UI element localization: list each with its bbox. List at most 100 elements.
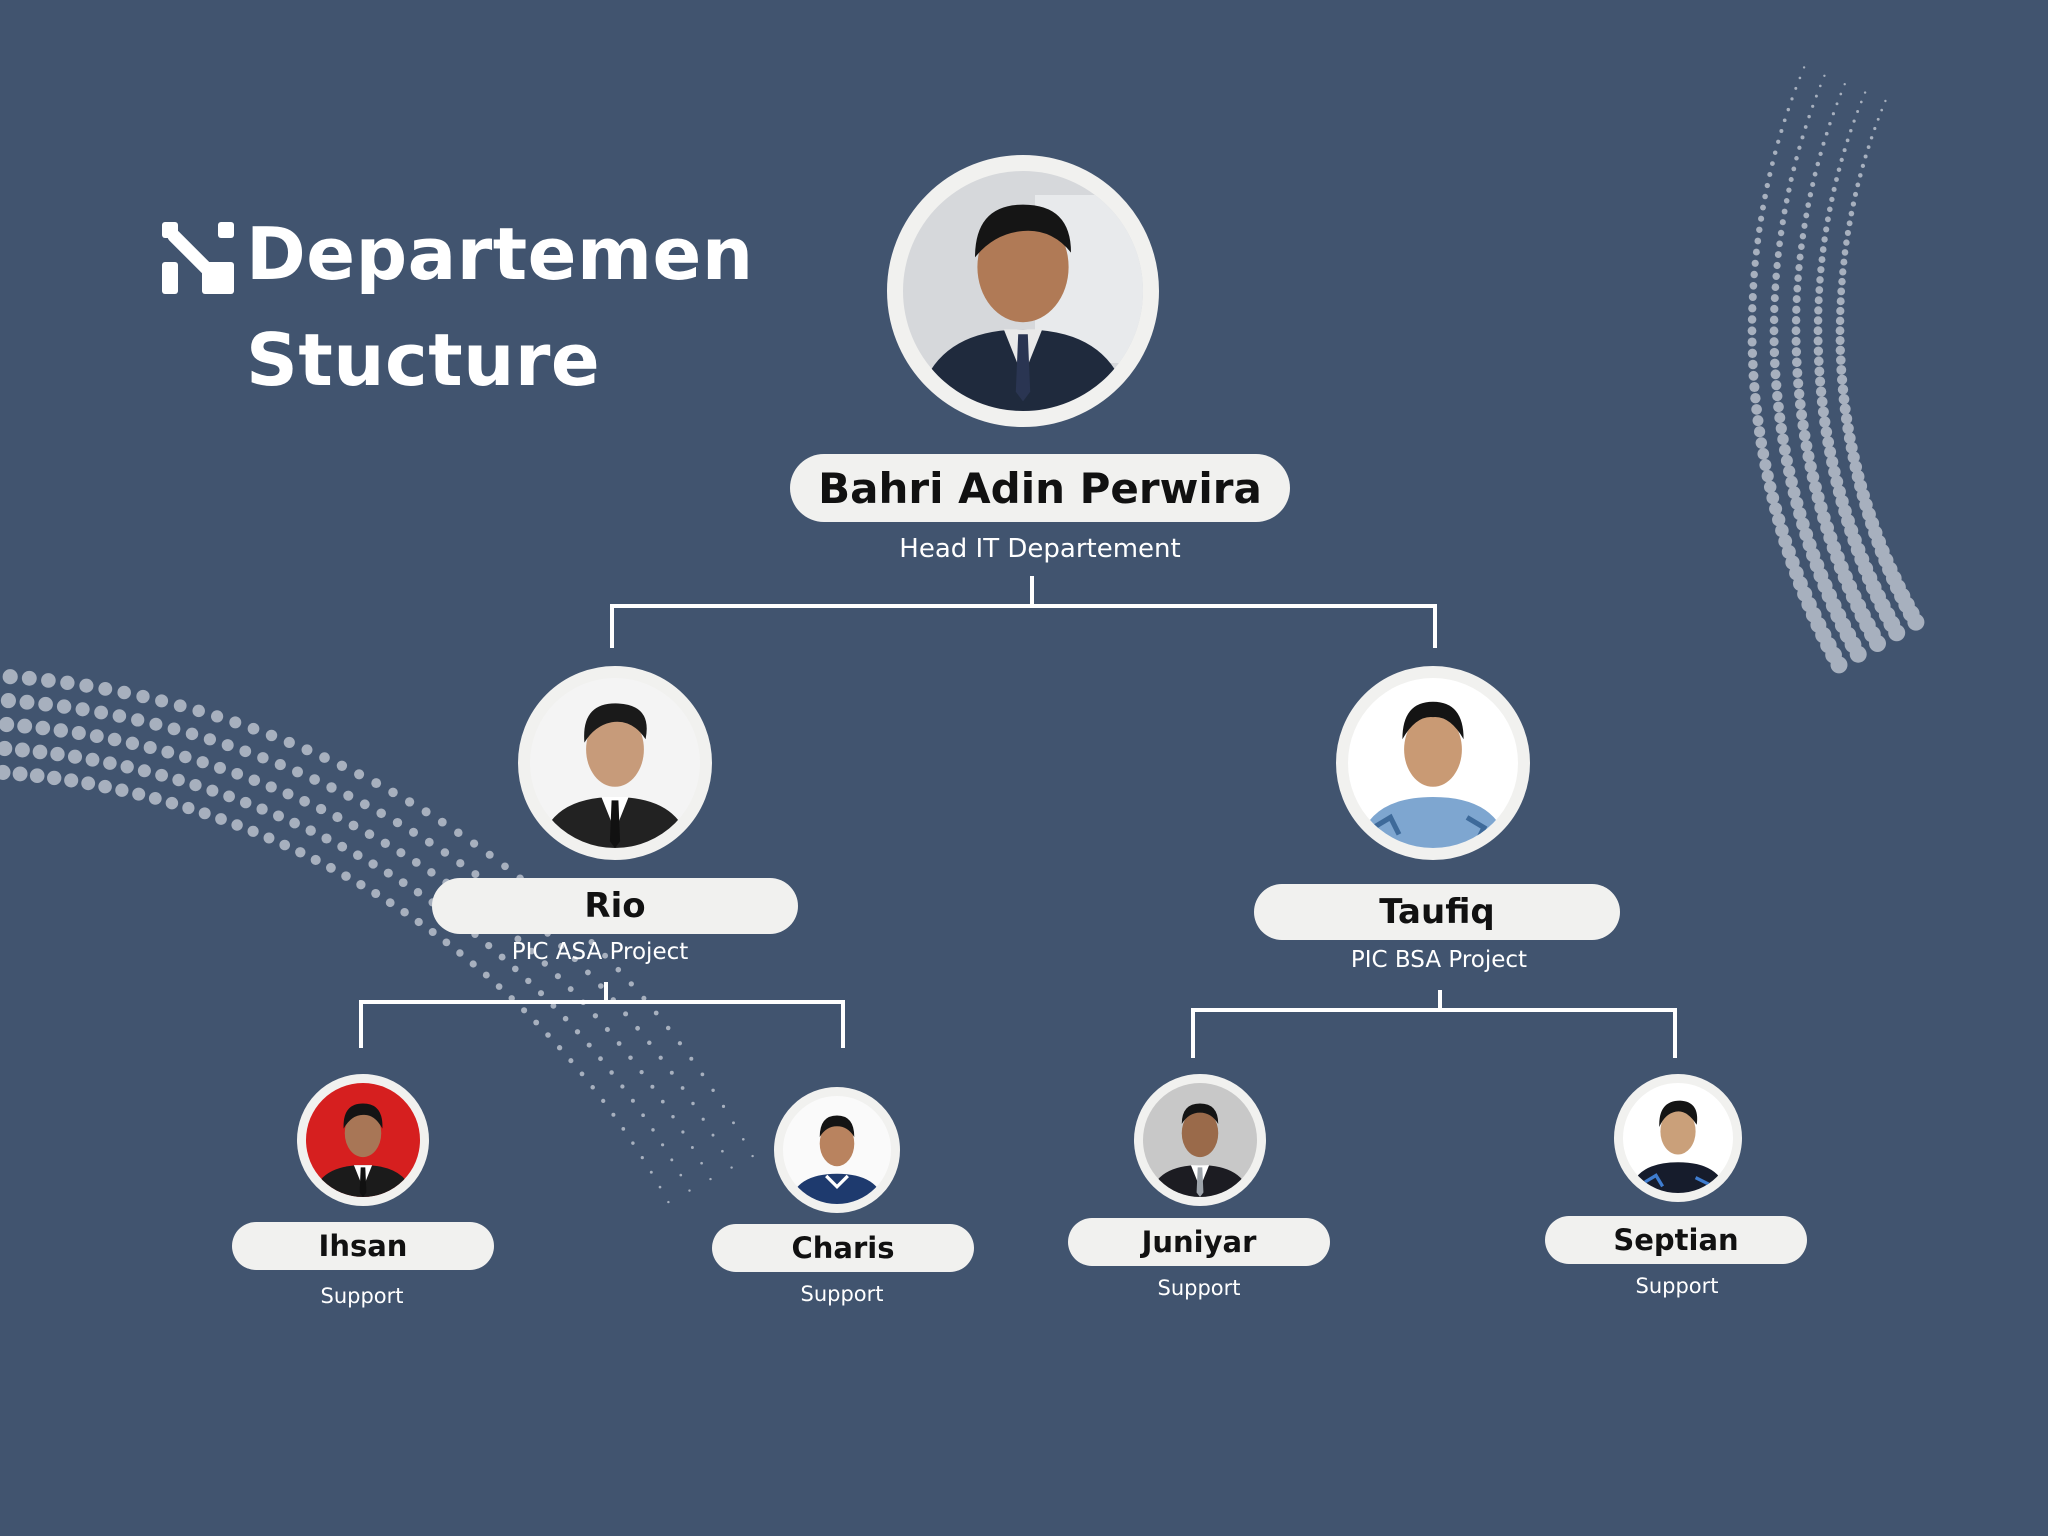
decorative-dot: [721, 1104, 726, 1108]
decorative-dot: [371, 888, 381, 899]
decorative-dot: [1819, 246, 1827, 253]
decorative-dot: [1804, 460, 1817, 473]
decorative-dot: [148, 792, 162, 805]
decorative-dot: [1747, 337, 1757, 347]
logo-icon: [162, 222, 234, 294]
decorative-dot: [1823, 226, 1830, 233]
decorative-dot: [647, 1040, 652, 1046]
decorative-dot: [454, 828, 463, 837]
decorative-dot: [1767, 171, 1773, 178]
decorative-dot: [98, 681, 113, 696]
decorative-dot: [1761, 469, 1774, 483]
person-name: Septian: [1613, 1223, 1739, 1257]
person-name: Ihsan: [318, 1229, 408, 1263]
decorative-dot: [1803, 125, 1808, 129]
decorative-dot: [1816, 276, 1824, 284]
decorative-dot: [1778, 534, 1793, 549]
decorative-dot: [1869, 635, 1886, 652]
decorative-dot: [1836, 297, 1845, 306]
decorative-dot: [665, 1025, 671, 1031]
avatar-septian: [1614, 1074, 1742, 1202]
decorative-dot: [400, 907, 409, 917]
decorative-dot: [1856, 110, 1860, 113]
decorative-dot: [1764, 182, 1770, 189]
decorative-dot: [41, 673, 56, 688]
decorative-dot: [1837, 287, 1846, 296]
decorative-dot: [1844, 229, 1851, 236]
decorative-dot: [348, 820, 359, 831]
decorative-dot: [660, 1099, 665, 1104]
decorative-dot: [1863, 154, 1868, 159]
decorative-dot: [1748, 359, 1758, 370]
decorative-dot: [1815, 376, 1826, 387]
decorative-dot: [332, 812, 343, 823]
name-pill-septian: Septian: [1545, 1216, 1807, 1264]
decorative-dot: [2, 669, 18, 685]
decorative-dot: [711, 1133, 715, 1137]
decorative-dot: [1797, 145, 1802, 150]
decorative-dot: [669, 1070, 674, 1075]
decorative-dot: [1811, 490, 1825, 504]
decorative-dot: [1800, 135, 1805, 140]
decorative-dot: [598, 1056, 603, 1062]
decorative-dot: [1814, 366, 1825, 377]
decorative-dot: [263, 832, 275, 844]
decorative-dot: [173, 699, 187, 713]
decorative-dot: [0, 716, 15, 733]
decorative-dot: [1843, 432, 1856, 444]
decorative-dot: [1780, 454, 1793, 467]
decorative-dot: [511, 965, 519, 973]
connector-head-to-managers: [610, 576, 1437, 648]
decorative-dot: [1847, 451, 1860, 464]
decorative-dot: [641, 1113, 645, 1118]
decorative-dot: [1849, 128, 1853, 133]
person-photo-icon: [903, 171, 1143, 411]
avatar-taufiq: [1336, 666, 1530, 860]
decorative-dot: [301, 744, 313, 756]
decorative-dot: [1787, 486, 1801, 499]
decorative-dot: [1828, 465, 1841, 479]
decorative-dot: [299, 795, 310, 807]
decorative-dot: [621, 1127, 626, 1131]
decorative-dot: [630, 1098, 635, 1103]
connector-rio-to-supports: [359, 982, 845, 1048]
decorative-dot: [584, 969, 591, 976]
decorative-dot: [1751, 404, 1762, 415]
decorative-dot: [315, 803, 327, 815]
decorative-dot: [1839, 403, 1851, 415]
name-pill-head: Bahri Adin Perwira: [790, 454, 1290, 522]
page-title-line-1: Departemen: [246, 212, 754, 296]
decorative-dot: [1802, 450, 1815, 463]
decorative-dot: [1769, 326, 1779, 336]
decorative-dot: [305, 825, 316, 836]
decorative-dot: [60, 675, 75, 690]
decorative-dot: [482, 971, 490, 979]
decorative-dot: [239, 796, 252, 809]
decorative-dot: [1848, 210, 1855, 217]
decorative-dot: [198, 807, 211, 820]
decorative-dot: [1794, 274, 1802, 282]
role-label-juniyar: Support: [1157, 1276, 1241, 1300]
page-title-line-2: Stucture: [246, 318, 601, 402]
decorative-dot: [356, 880, 366, 890]
decorative-dot: [1838, 277, 1846, 286]
decorative-dot: [359, 799, 370, 810]
decorative-dot: [1794, 86, 1798, 90]
decorative-dot: [1810, 181, 1816, 188]
decorative-dot: [690, 1146, 694, 1149]
role-label-head: Head IT Departement: [899, 534, 1181, 564]
decorative-dot: [1814, 296, 1823, 305]
connector-taufiq-to-supports: [1191, 990, 1677, 1058]
person-name: Taufiq: [1379, 892, 1495, 932]
decorative-dot: [231, 819, 243, 831]
decorative-dot: [442, 938, 451, 947]
decorative-dot: [247, 825, 259, 837]
decorative-dot: [203, 733, 217, 746]
decorative-dot: [730, 1166, 733, 1169]
decorative-dot: [131, 713, 145, 727]
decorative-dot: [112, 709, 127, 723]
decorative-dot: [223, 790, 235, 803]
decorative-dot: [408, 827, 419, 837]
decorative-dot: [0, 764, 11, 780]
decorative-dot: [103, 756, 117, 770]
